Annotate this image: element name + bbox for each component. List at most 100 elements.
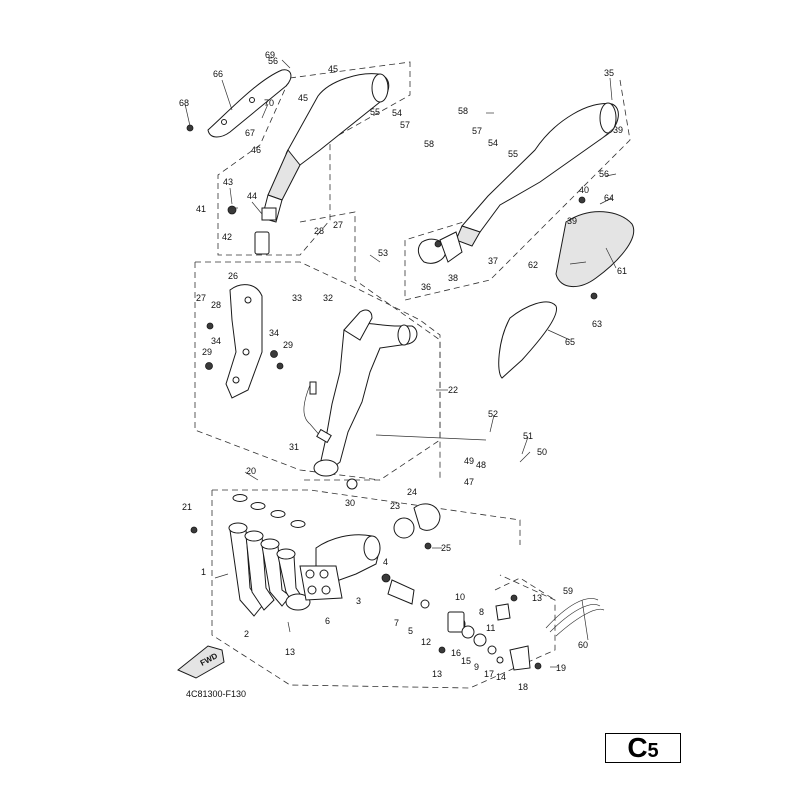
callout: 39 [613,125,623,135]
callout: 65 [565,337,575,347]
callout: 46 [251,145,261,155]
callout: 30 [345,498,355,508]
group-outlines [194,61,631,689]
callout: 4 [383,557,388,567]
callout: 13 [432,669,442,679]
callout: 29 [283,340,293,350]
callout: 64 [604,193,614,203]
drawing-code: 4C81300-F130 [186,689,246,699]
callout: 3 [356,596,361,606]
callout: 25 [441,543,451,553]
callout: 7 [394,618,399,628]
callout: 6 [325,616,330,626]
callout: 70 [264,98,274,108]
page-code-box: C5 [605,733,681,763]
callout: 53 [378,248,388,258]
callout: 54 [392,108,402,118]
callout: 28 [314,226,324,236]
callout: 59 [563,586,573,596]
callout: 28 [211,300,221,310]
callout: 16 [451,648,461,658]
right-muffler [417,102,619,264]
callout: 45 [298,93,308,103]
callout: 40 [579,185,589,195]
callout: 27 [196,293,206,303]
callout: 34 [211,336,221,346]
callout: 2 [244,629,249,639]
callout: 10 [455,592,465,602]
callout: 36 [421,282,431,292]
callout: 29 [202,347,212,357]
callout: 26 [228,271,238,281]
callout: 55 [370,107,380,117]
gasket-6 [299,565,343,601]
callout: 15 [461,656,471,666]
callout: 69 [265,50,275,60]
bracket-26 [205,284,284,399]
callout: 54 [488,138,498,148]
callout: 38 [448,273,458,283]
callout: 51 [523,431,533,441]
fwd-arrow: FWD [177,645,225,679]
callout: 42 [222,232,232,242]
callout: 52 [488,409,498,419]
callout: 44 [247,191,257,201]
callout: 47 [464,477,474,487]
callout: 20 [246,466,256,476]
callout: 50 [537,447,547,457]
page-code-letter: C [627,732,648,763]
callout: 41 [196,204,206,214]
callout: 12 [421,637,431,647]
callout: 58 [424,139,434,149]
mid-pipe [313,309,418,490]
callout: 45 [328,64,338,74]
callout: 60 [578,640,588,650]
callout: 32 [323,293,333,303]
callout: 13 [285,647,295,657]
page-code-number: 5 [647,740,659,762]
callout: 27 [333,220,343,230]
callout: 17 [484,669,494,679]
callout: 23 [390,501,400,511]
callout: 8 [479,607,484,617]
callout: 13 [532,593,542,603]
callout: 56 [599,169,609,179]
callout: 31 [289,442,299,452]
exhaust-headers [190,494,311,617]
callout: 48 [476,460,486,470]
callout: 34 [269,328,279,338]
callout-labels: 1 2 3 4 5 6 7 8 9 10 11 12 13 13 13 14 1… [179,50,627,692]
callout: 57 [400,120,410,130]
callout: 35 [604,68,614,78]
callout: 58 [458,106,468,116]
callout: 9 [474,662,479,672]
callout: 21 [182,502,192,512]
callout: 57 [472,126,482,136]
callout: 18 [518,682,528,692]
o2-sensor-31 [303,381,332,444]
callout: 66 [213,69,223,79]
exhaust-valve-parts [381,573,542,671]
callout: 1 [201,567,206,577]
callout: 63 [592,319,602,329]
callout: 55 [508,149,518,159]
heat-shield-66 [186,69,292,138]
callout: 49 [464,456,474,466]
callout: 39 [567,216,577,226]
sleeve-clamp [393,503,441,550]
heat-shield-61 [555,196,635,300]
callout: 33 [292,293,302,303]
callout: 62 [528,260,538,270]
callout: 11 [486,623,495,633]
callout: 43 [223,177,233,187]
callout: 24 [407,487,417,497]
callout: 67 [245,128,255,138]
callout: 5 [408,626,413,636]
callout: 56 [268,56,278,66]
callout: 68 [179,98,189,108]
callout: 37 [488,256,498,266]
callout: 22 [448,385,458,395]
left-muffler [227,73,390,255]
callout: 14 [496,672,506,682]
